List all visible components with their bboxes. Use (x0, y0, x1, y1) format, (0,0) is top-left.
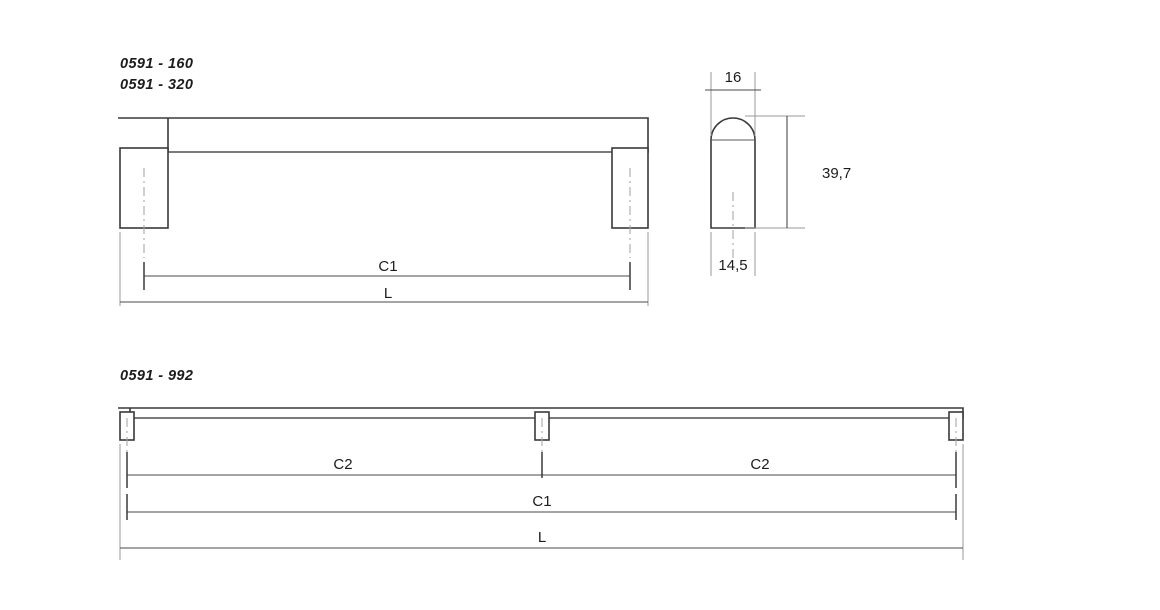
c1-dimension-label: C1 (378, 258, 397, 275)
width16-label: 16 (725, 69, 742, 86)
dimension-width-145: 14,5 (710, 232, 756, 276)
c2-right-label: C2 (750, 456, 769, 473)
l-bottom-label: L (538, 529, 546, 546)
dimension-l-top: L (119, 232, 649, 306)
handle-bar-outline (118, 117, 649, 153)
part-number-label-0591-320: 0591 - 320 (120, 77, 193, 93)
dimension-l-bottom: L (119, 444, 964, 560)
width145-label: 14,5 (718, 257, 747, 274)
l-dimension-label: L (384, 285, 392, 302)
part-number-label-0591-160: 0591 - 160 (120, 56, 193, 72)
c2-left-label: C2 (333, 456, 352, 473)
side-profile-outline (710, 117, 756, 229)
dimension-c1-top: C1 (143, 258, 631, 290)
dimension-c2-bottom: C2 C2 (126, 452, 957, 488)
dimension-height-397: 39,7 (745, 115, 851, 229)
handle-front-view (118, 117, 649, 258)
handle-side-profile-view (710, 117, 756, 262)
height397-label: 39,7 (822, 165, 851, 182)
dimension-c1-bottom: C1 (126, 493, 957, 520)
dimension-width-16: 16 (705, 69, 761, 136)
part-number-label-0591-992: 0591 - 992 (120, 368, 193, 384)
long-handle-front-view (118, 407, 964, 452)
c1-bottom-label: C1 (532, 493, 551, 510)
